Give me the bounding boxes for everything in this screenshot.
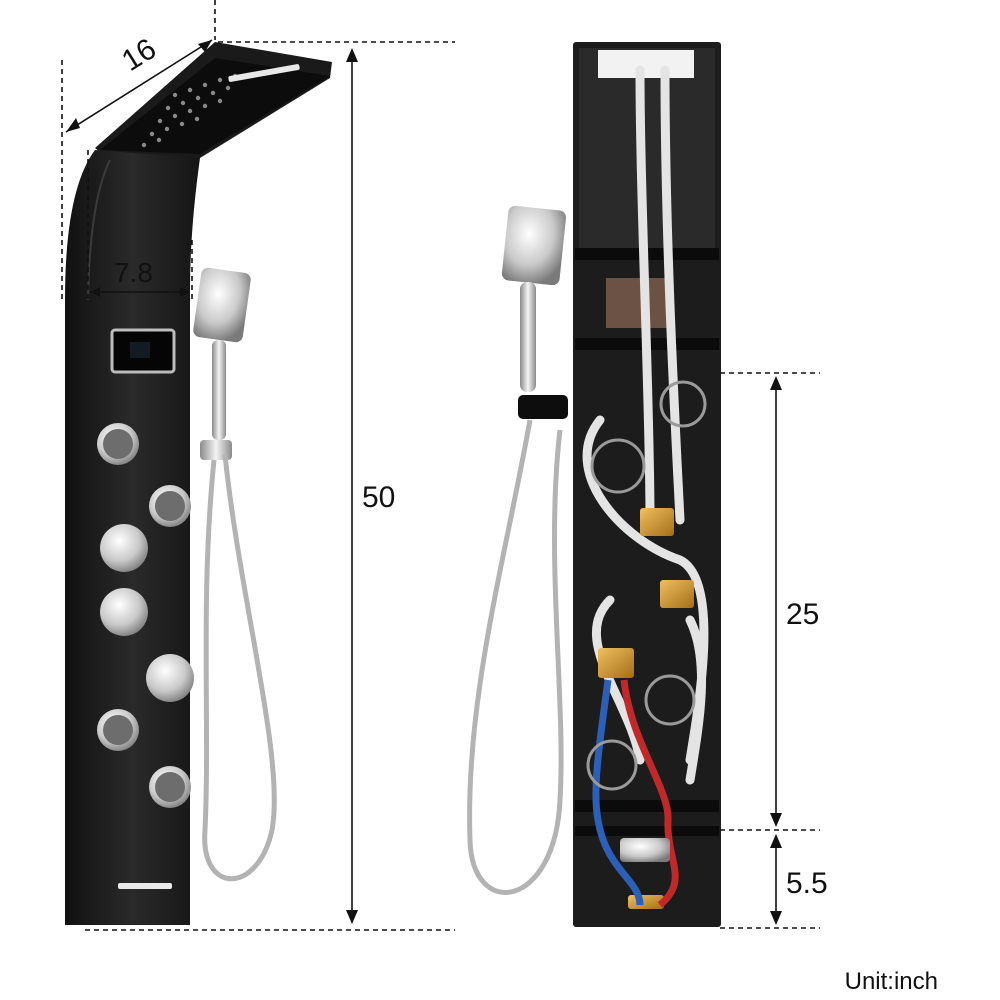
panel-width-label: 7.8 [114, 257, 153, 288]
body-jet-1 [97, 423, 139, 465]
handheld-shower [193, 267, 251, 460]
control-board [606, 278, 668, 328]
head-width-label: 16 [116, 32, 162, 78]
hot-water-hose [620, 679, 679, 908]
bottom-section-height-label: 5.5 [786, 867, 828, 900]
jet-housings [586, 380, 707, 791]
waterfall-slot-top [228, 64, 300, 82]
brass-valves [598, 508, 694, 909]
body-jet-2 [149, 485, 191, 527]
tub-spout-slot [118, 883, 172, 889]
rain-nozzles [141, 73, 238, 148]
middle-section-height-label: 25 [786, 598, 819, 631]
dimension-lines-left [61, 0, 455, 931]
shower-hose-right [467, 419, 564, 895]
body-jet-4 [149, 766, 191, 808]
handheld-shower-right [501, 205, 568, 419]
bottom-diverter [620, 838, 670, 862]
total-height-label: 50 [362, 481, 395, 514]
control-knob-2 [100, 588, 148, 636]
shower-hose [202, 454, 277, 882]
cold-water-hose [592, 679, 644, 906]
control-knob-1 [100, 524, 148, 572]
shower-panel-front-view [65, 42, 332, 925]
body-jet-3 [97, 709, 139, 751]
dimension-lines-right [720, 372, 820, 929]
top-bracket [598, 50, 694, 78]
unit-note: Unit:inch [844, 968, 938, 995]
inner-shelves [575, 248, 719, 836]
shower-panel-internal-view [467, 42, 721, 927]
control-knob-3 [146, 654, 194, 702]
